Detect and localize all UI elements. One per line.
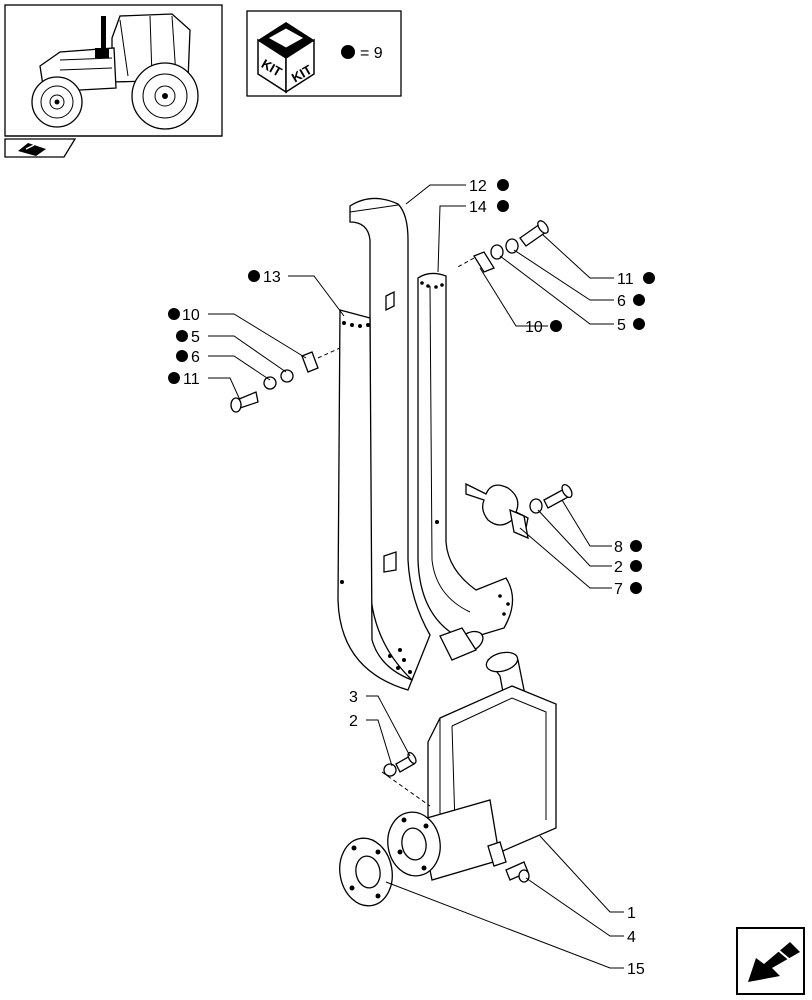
callout-number: 10	[182, 307, 200, 324]
callout-bullet	[630, 582, 642, 594]
tractor-thumbnail	[4, 4, 223, 137]
leader-lines	[208, 184, 624, 969]
callout-number: 13	[263, 269, 281, 286]
callout-number: 1	[627, 905, 636, 922]
callout-number: 8	[614, 539, 623, 556]
callout-14: 14	[469, 199, 509, 216]
callout-number: 2	[614, 559, 623, 576]
callout-bullet	[630, 540, 642, 552]
callout-number: 11	[617, 271, 634, 288]
gasket-flange	[339, 837, 393, 907]
callout-10-left: 10	[168, 307, 200, 324]
callout-number: 15	[627, 961, 645, 978]
callout-bullet	[168, 308, 180, 320]
callout-number: 6	[617, 293, 626, 310]
callout-bullet	[497, 179, 509, 191]
callout-number: 6	[191, 349, 200, 366]
callout-number: 4	[627, 929, 636, 946]
hardware-muffler-left	[381, 751, 431, 807]
callout-6-right: 6	[617, 293, 645, 310]
callout-number: 11	[183, 371, 200, 388]
callout-number: 3	[349, 689, 358, 706]
callout-bullet	[176, 350, 188, 362]
hardware-muffler-bottom	[505, 861, 530, 883]
callout-12: 12	[469, 178, 509, 195]
callout-bullet	[630, 560, 642, 572]
hardware-upper-left	[230, 347, 341, 413]
callout-3: 3	[349, 689, 358, 706]
callout-6-left: 6	[176, 349, 200, 366]
callout-bullet	[633, 294, 645, 306]
callout-11-right: 11	[617, 271, 655, 288]
kit-legend-box: KIT KIT = 9	[246, 10, 402, 97]
callout-number: 10	[525, 319, 543, 336]
legend-bullet	[341, 45, 355, 59]
callout-15: 15	[627, 961, 645, 978]
callout-1: 1	[627, 905, 636, 922]
callout-2-right: 2	[614, 559, 642, 576]
callout-number: 12	[469, 178, 487, 195]
callout-number: 7	[614, 581, 623, 598]
callout-bullet	[168, 372, 180, 384]
callout-bullet	[643, 272, 655, 284]
callout-5-right: 5	[617, 317, 645, 334]
callout-5-left: 5	[176, 329, 200, 346]
muffler	[387, 651, 557, 881]
saddle-clamp	[465, 482, 573, 540]
callout-bullet	[497, 200, 509, 212]
exhaust-pipe-right	[417, 272, 514, 661]
next-page-arrow-icon[interactable]	[736, 927, 805, 995]
callout-13: 13	[248, 269, 281, 286]
callout-number: 2	[349, 713, 358, 730]
callout-bullet	[176, 330, 188, 342]
callout-11-left: 11	[168, 371, 200, 388]
hardware-upper-right	[455, 220, 549, 273]
callout-8: 8	[614, 539, 642, 556]
page-tab-icon	[4, 138, 77, 158]
kit-legend-text: = 9	[360, 45, 383, 62]
callout-10-right: 10	[525, 319, 562, 336]
callout-2-left: 2	[349, 713, 358, 730]
callout-number: 5	[617, 317, 626, 334]
callout-7: 7	[614, 581, 642, 598]
callout-bullet	[550, 320, 562, 332]
callout-number: 5	[191, 329, 200, 346]
callout-number: 14	[469, 199, 487, 216]
callout-4: 4	[627, 929, 636, 946]
callout-bullet	[248, 270, 260, 282]
callout-bullet	[633, 318, 645, 330]
exhaust-pipe-left	[337, 197, 431, 691]
